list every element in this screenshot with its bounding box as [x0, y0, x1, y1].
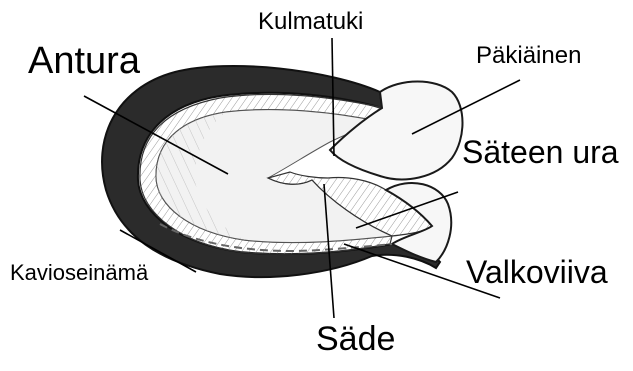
label-kulmatuki: Kulmatuki — [258, 10, 363, 34]
label-antura: Antura — [28, 42, 140, 80]
label-pakiainen: Päkiäinen — [476, 44, 581, 68]
label-kavioseinama: Kavioseinämä — [10, 262, 148, 284]
label-valkoviiva: Valkoviiva — [466, 256, 608, 288]
label-sade: Säde — [316, 322, 395, 356]
label-sateen-ura: Säteen ura — [462, 136, 619, 168]
